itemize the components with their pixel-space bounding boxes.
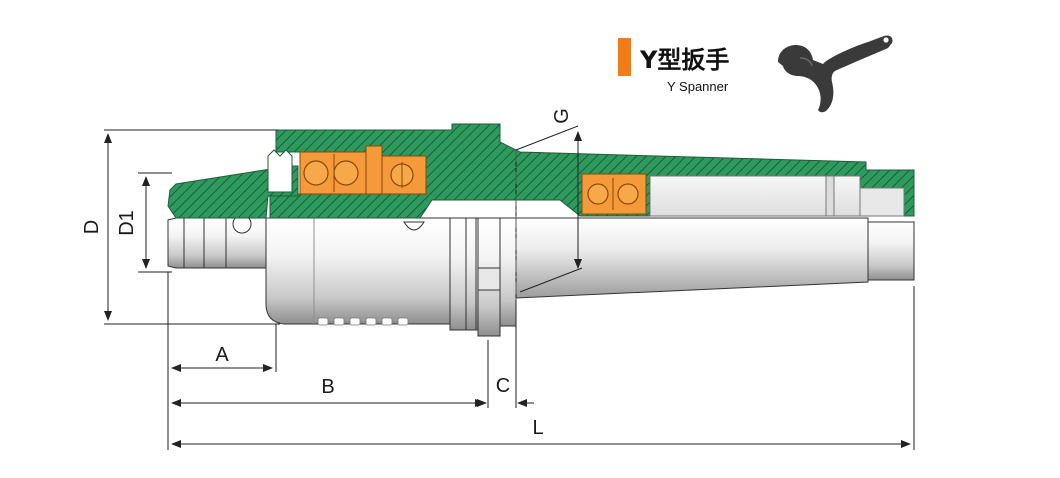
taper-shank [515, 217, 869, 299]
title-en: Y Spanner [667, 79, 729, 94]
collet-nose [167, 217, 269, 269]
dim-label-d1: D1 [116, 210, 138, 236]
dim-label-c: C [496, 375, 510, 397]
title-cn: Y型扳手 [639, 46, 729, 74]
dimension-lines: D D1 A B C L G [81, 108, 915, 450]
front-bearings [299, 145, 427, 195]
rear-bearings [581, 173, 647, 215]
section-teeth [267, 149, 293, 193]
header: Y型扳手 Y Spanner [618, 35, 893, 113]
dim-label-a: A [215, 344, 229, 366]
dim-label-d: D [81, 220, 103, 234]
y-spanner-icon [778, 35, 893, 113]
drive-tenon [867, 221, 915, 281]
nut-knurl [317, 317, 409, 326]
section-collet [167, 165, 299, 219]
dim-label-l: L [532, 417, 543, 439]
dim-label-b: B [321, 376, 334, 398]
clamping-nut [265, 217, 451, 325]
holder-body [167, 214, 915, 337]
accent-bar [618, 38, 631, 76]
spanner-slot [403, 221, 425, 231]
cross-section [167, 123, 915, 219]
dim-label-g: G [551, 108, 573, 124]
section-bore-end [859, 187, 905, 217]
collet-ring [183, 217, 205, 269]
